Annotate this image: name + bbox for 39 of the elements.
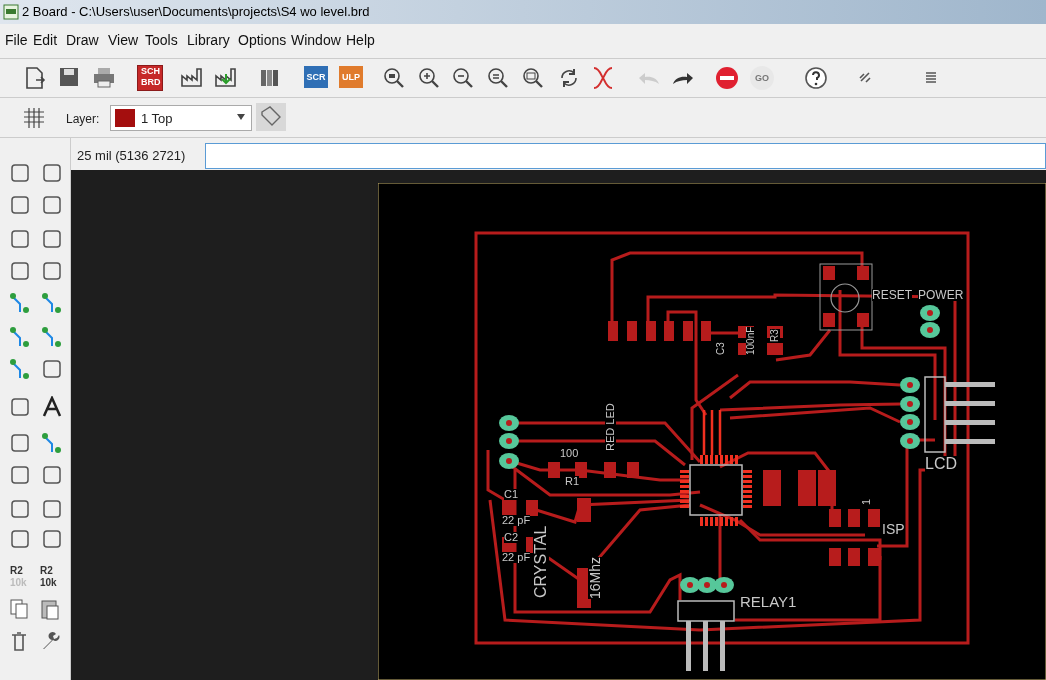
menu-item: File <box>5 32 28 48</box>
value-label: 22 pF <box>502 552 531 563</box>
script-button: SCR <box>304 66 328 88</box>
part-label: CRYSTAL <box>533 525 549 598</box>
menu-item: Help <box>346 32 375 48</box>
layer-dropdown: 1 Top <box>110 105 252 131</box>
part-label: C2 <box>504 532 519 543</box>
icon-label: BRD <box>141 77 161 87</box>
part-label: RELAY1 <box>740 594 797 609</box>
part-label: POWER <box>918 289 964 301</box>
part-label: R3 <box>770 329 780 342</box>
part-label: C1 <box>504 489 519 500</box>
menu-item: View <box>108 32 139 48</box>
coordinate-readout: 25 mil (5136 2721) <box>77 148 186 163</box>
value-label: 22 pF <box>502 515 531 526</box>
part-label: C3 <box>716 342 726 355</box>
ulp-button: ULP <box>339 66 363 88</box>
value-label: 100 <box>560 448 579 459</box>
window-title: 2 Board - C:\Users\user\Documents\projects\S4 wo level.brd <box>22 4 370 19</box>
part-label: ISP <box>882 522 905 536</box>
go-button: GO <box>750 66 774 90</box>
part-label: RED LED <box>605 403 616 451</box>
icon-label: SCH <box>141 66 160 76</box>
icon-label: R2 <box>40 565 53 576</box>
part-label: RESET <box>872 289 912 301</box>
part-label: R1 <box>565 476 580 487</box>
menu-item: Library <box>187 32 230 48</box>
pin-number: 1 <box>861 498 872 505</box>
menu-item: Draw <box>66 32 99 48</box>
menu-item: Tools <box>145 32 178 48</box>
field-label: Layer: <box>66 112 100 126</box>
icon-label: R2 <box>10 565 23 576</box>
icon-label: 10k <box>40 577 57 588</box>
menu-item: Window <box>291 32 341 48</box>
part-label: LCD <box>925 456 957 472</box>
value-label: 16Mhz <box>588 556 602 599</box>
menu-item: Options <box>238 32 287 48</box>
menu-item: Edit <box>33 32 58 48</box>
value-label: 100nF <box>746 326 756 355</box>
